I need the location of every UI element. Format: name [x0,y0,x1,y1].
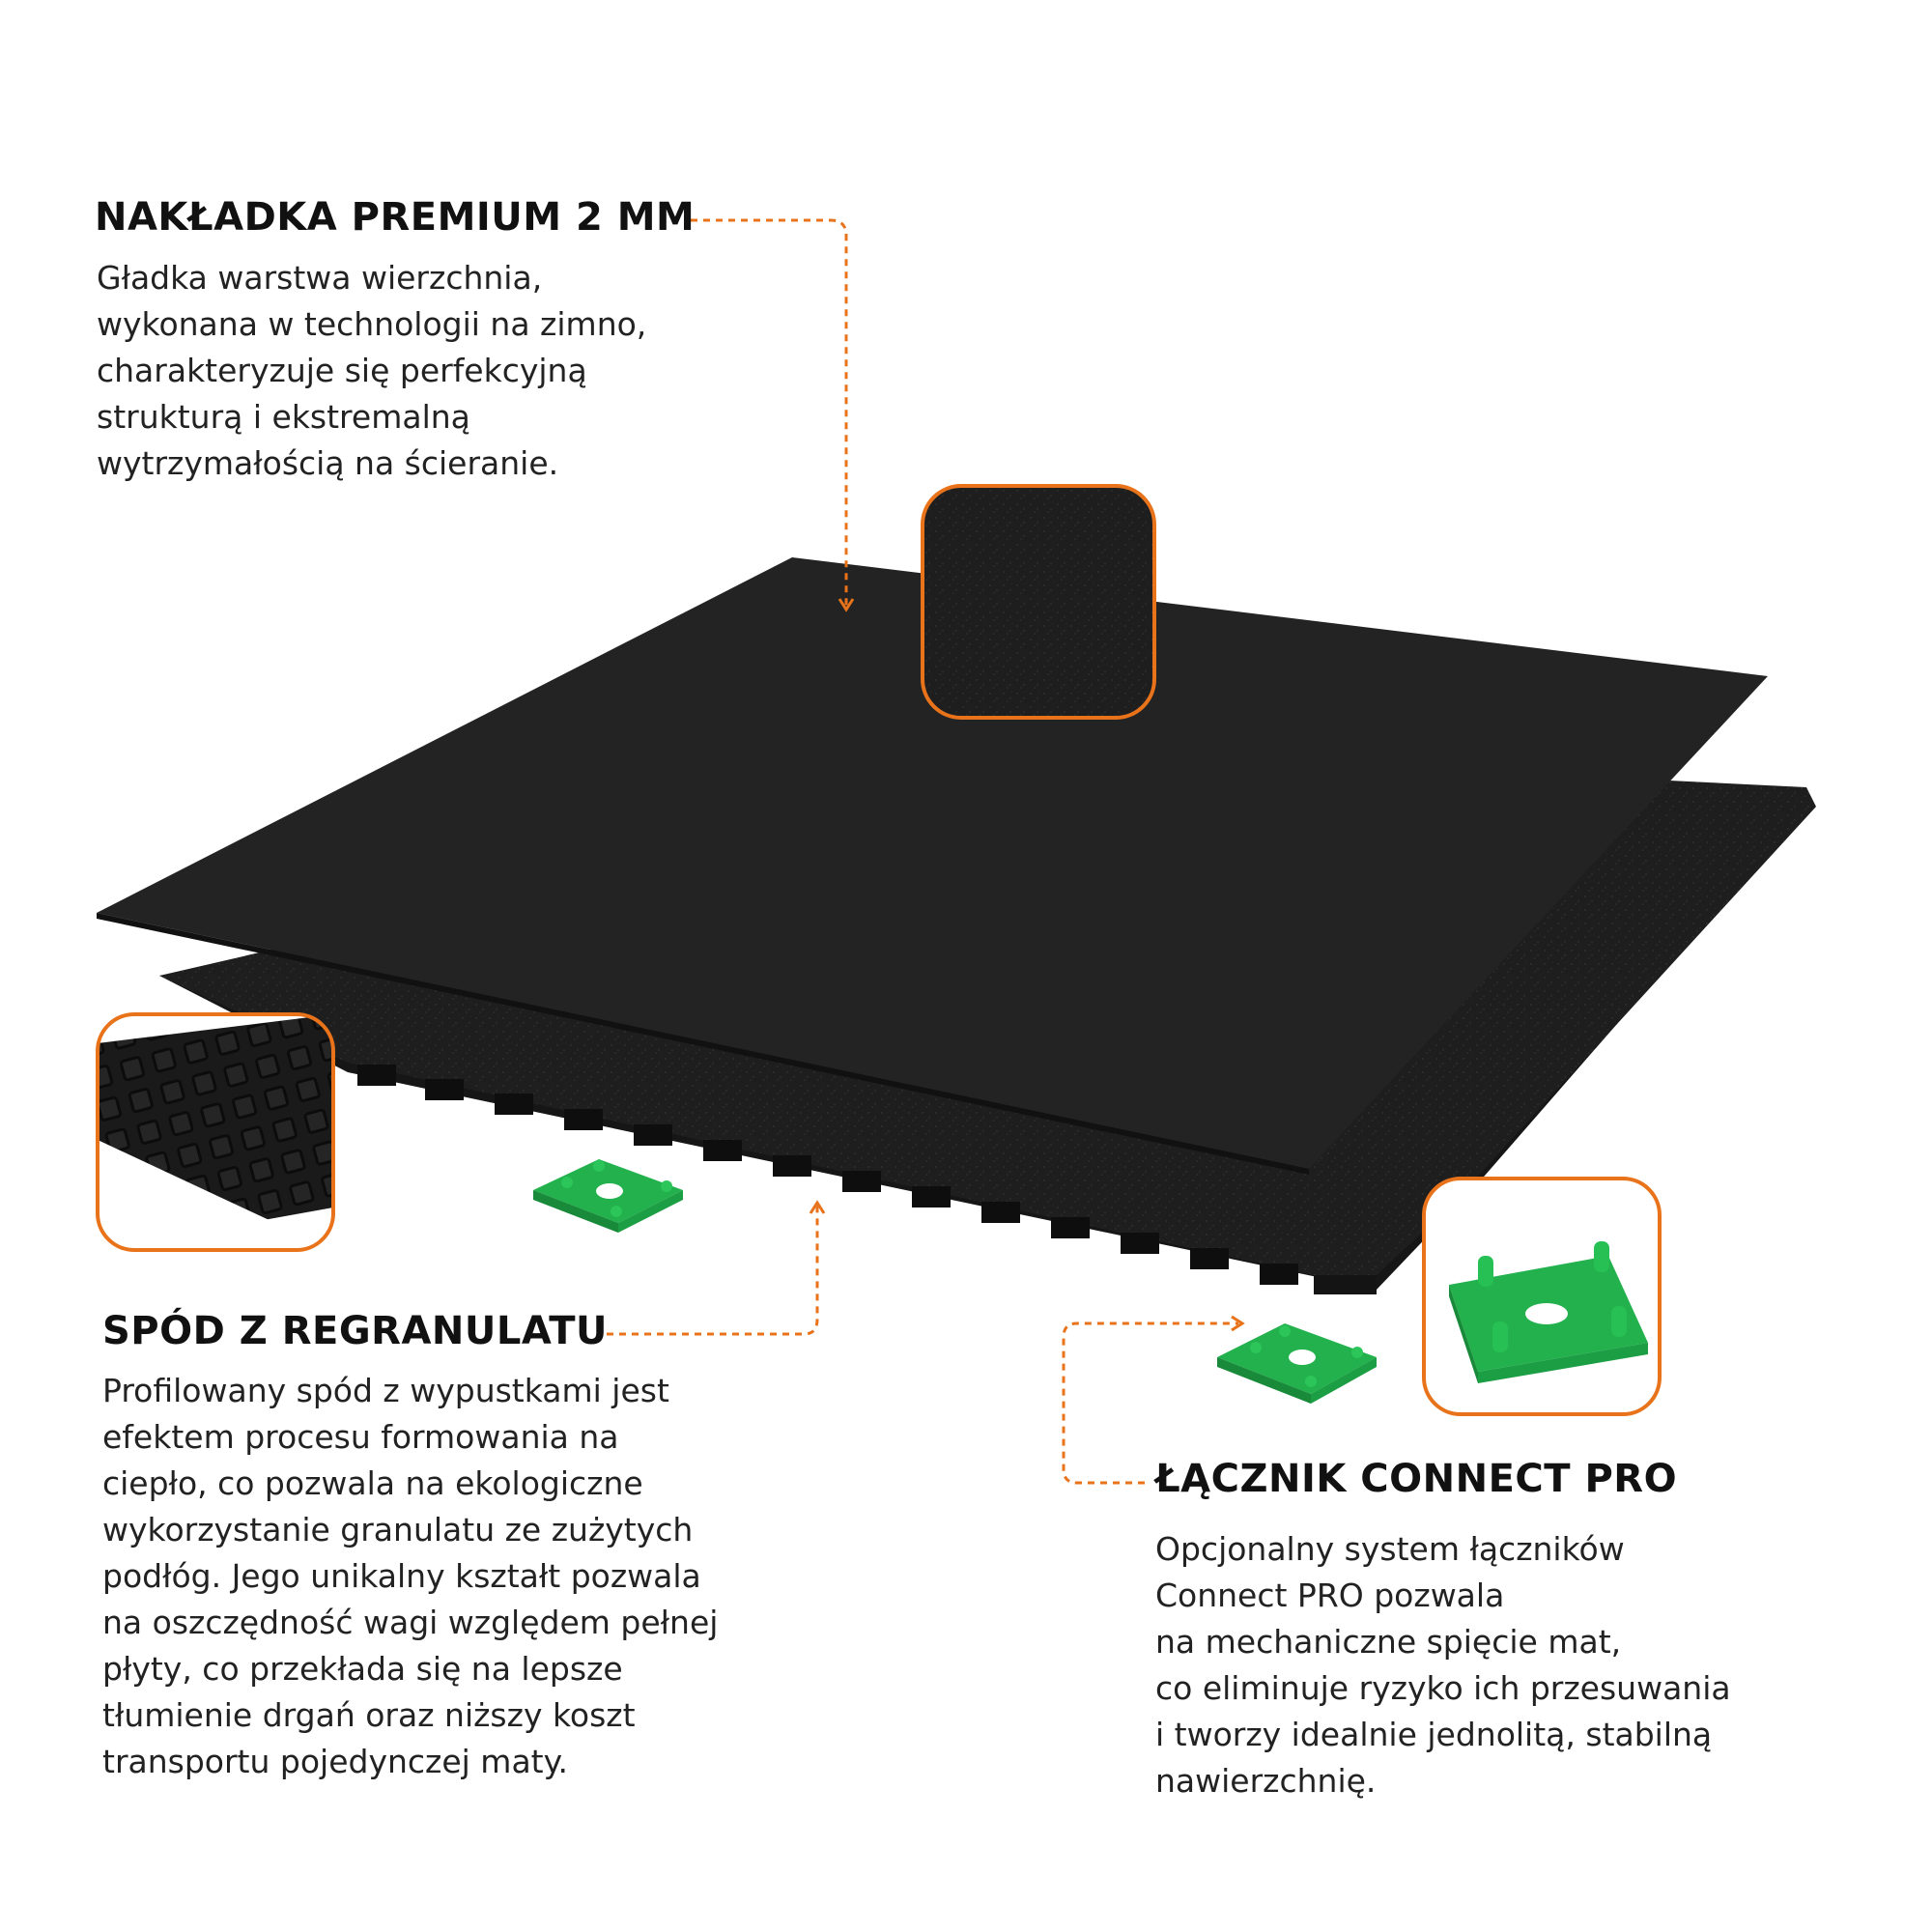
base-title: SPÓD Z REGRANULATU [102,1309,608,1353]
leader-base [607,1206,819,1336]
overlay-title: NAKŁADKA PREMIUM 2 MM [95,195,696,240]
base-line: wykorzystanie granulatu ze zużytych [102,1511,694,1548]
overlay-texture-zoom [921,484,1156,720]
overlay-description: Gładka warstwa wierzchnia, wykonana w te… [97,255,646,487]
connector-line: Connect PRO pozwala [1155,1577,1505,1614]
overlay-line: wytrzymałością na ścieranie. [97,444,559,482]
base-line: na oszczędność wagi względem pełnej [102,1604,719,1641]
connector-small-right [1217,1323,1377,1404]
connector-line: nawierzchnię. [1155,1762,1377,1800]
premium-overlay-sheet [97,557,1768,1169]
connector-line: Opcjonalny system łączników [1155,1530,1625,1568]
base-line: Profilowany spód z wypustkami jest [102,1372,669,1409]
connector-small-left [533,1159,683,1233]
overlay-line: charakteryzuje się perfekcyjną [97,352,587,389]
connector-line: i tworzy idealnie jednolitą, stabilną [1155,1716,1713,1753]
connector-zoom [1422,1177,1662,1416]
base-line: tłumienie drgań oraz niższy koszt [102,1696,636,1734]
leader-connector [1062,1321,1238,1485]
base-line: podłóg. Jego unikalny kształt pozwala [102,1557,701,1595]
base-description: Profilowany spód z wypustkami jest efekt… [102,1368,718,1785]
connector-line: co eliminuje ryzyko ich przesuwania [1155,1669,1731,1707]
base-line: ciepło, co pozwala na ekologiczne [102,1464,643,1502]
overlay-line: wykonana w technologii na zimno, [97,305,647,343]
connector-description: Opcjonalny system łączników Connect PRO … [1155,1526,1731,1804]
connector-title: ŁĄCZNIK CONNECT PRO [1155,1457,1678,1501]
leader-lines [607,218,1238,1485]
connector-line: na mechaniczne spięcie mat, [1155,1623,1622,1661]
overlay-line: Gładka warstwa wierzchnia, [97,259,543,297]
overlay-line: strukturą i ekstremalną [97,398,470,436]
base-line: transportu pojedynczej maty. [102,1743,568,1780]
leader-overlay [691,218,848,607]
base-line: płyty, co przekłada się na lepsze [102,1650,623,1688]
overlay-edge [97,913,1309,1175]
base-mat-studs [357,1065,1298,1285]
leader-arrowheads [809,598,1245,1332]
base-line: efektem procesu formowania na [102,1418,619,1456]
underside-texture-zoom [96,1012,335,1252]
